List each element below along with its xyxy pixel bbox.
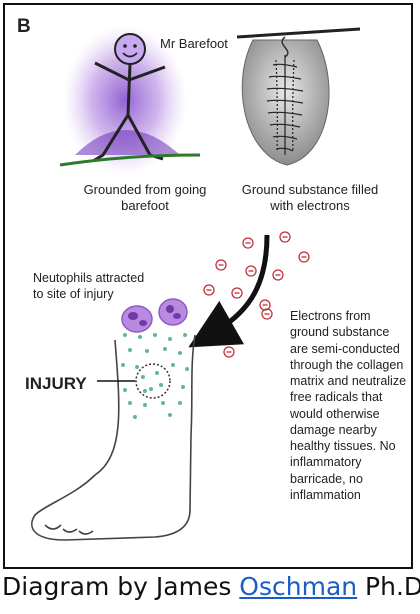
ground-substance-illustration [236,27,361,166]
electron-symbol [231,287,243,299]
immune-dot [171,363,175,367]
electron-symbol [215,259,227,271]
immune-dot [181,385,185,389]
immune-dot [141,375,145,379]
immune-dot [123,388,127,392]
electron-symbol [261,308,273,320]
diagram-caption: Diagram by James Oschman Ph.D. [2,572,420,601]
caption-suffix: Ph.D. [365,572,420,601]
panel-letter: B [17,16,31,37]
injury-site [97,363,171,399]
immune-dots [121,333,189,419]
immune-dot [153,333,157,337]
immune-dot [143,403,147,407]
immune-dot [168,413,172,417]
electron-symbol [298,251,310,263]
immune-dot [168,337,172,341]
oschman-link[interactable]: Oschman [239,572,358,601]
immune-dot [178,401,182,405]
immune-dot [133,415,137,419]
immune-dot [185,367,189,371]
immune-dot [138,335,142,339]
immune-dot [163,347,167,351]
immune-dot [128,348,132,352]
immune-dot [155,371,159,375]
immune-dot [178,351,182,355]
electrons-description: Electrons from ground substance are semi… [290,309,407,502]
immune-dot [128,401,132,405]
electron-symbol [245,265,257,277]
immune-dot [145,349,149,353]
immune-dot [161,401,165,405]
immune-dot [135,365,139,369]
electron-symbol [279,231,291,243]
neutrophil-cells [121,298,188,333]
diagram-artwork [31,25,361,541]
electron-symbol [203,284,215,296]
electron-flow-arrow [188,234,270,348]
injury-label: INJURY [25,374,87,393]
caption-prefix: Diagram by James [2,572,240,601]
grounded-label: Grounded from going barefoot [83,182,207,214]
immune-dot [159,383,163,387]
electron-cluster [203,231,310,358]
leg-outline [31,334,196,541]
neutrophils-label: Neutophils attracted to site of injury [33,271,145,301]
electron-symbol [242,237,254,249]
electron-symbol [272,269,284,281]
immune-dot [143,389,147,393]
immune-dot [121,363,125,367]
barefoot-figure [59,25,201,175]
mr-barefoot-label: Mr Barefoot [160,36,228,51]
ground-substance-label: Ground substance filled with electrons [241,182,379,214]
diagram-frame: B Mr Barefoot Grounded from going barefo… [3,3,413,569]
immune-dot [123,333,127,337]
immune-dot [183,333,187,337]
immune-dot [149,387,153,391]
